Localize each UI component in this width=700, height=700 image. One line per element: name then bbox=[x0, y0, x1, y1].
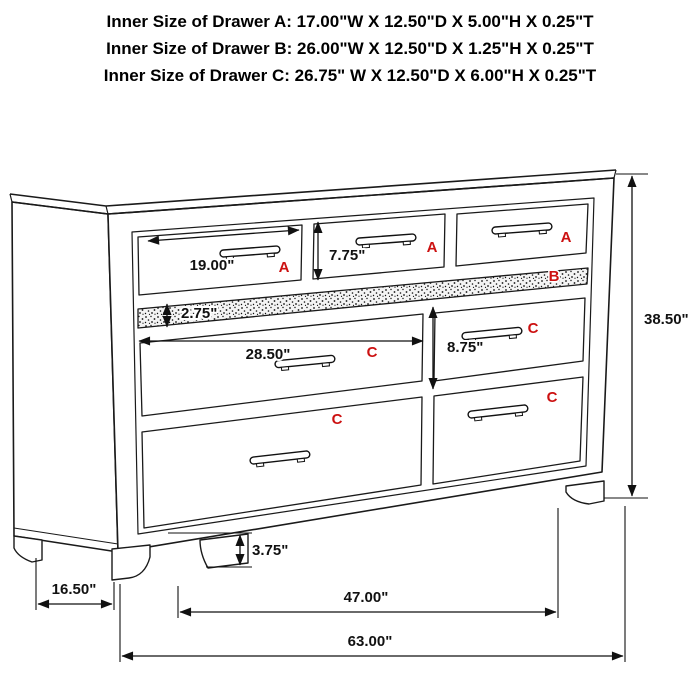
dim-wide-drawer-width-label: 28.50" bbox=[246, 346, 291, 363]
label-drawer-c-wide-upper: C bbox=[367, 344, 378, 361]
dim-leg-height-label: 3.75" bbox=[252, 542, 288, 559]
back-left-leg bbox=[13, 535, 43, 563]
dimension-annotations: 19.00" 7.75" 2.75" 28.50" 8.75" bbox=[35, 173, 691, 662]
dim-overall-height-label: 38.50" bbox=[644, 311, 689, 328]
front-right-leg bbox=[565, 480, 605, 505]
dim-top-drawer-height: 7.75" bbox=[313, 221, 367, 281]
dim-leg-height: 3.75" bbox=[168, 532, 290, 568]
header-line-drawer-b: Inner Size of Drawer B: 26.00"W X 12.50"… bbox=[106, 39, 594, 58]
dim-bottom-drawer-height-label: 8.75" bbox=[447, 339, 483, 356]
dim-wide-drawer-width: 28.50" bbox=[138, 336, 424, 365]
dim-top-drawer-width-label: 19.00" bbox=[190, 257, 235, 274]
side-base-rail bbox=[13, 527, 119, 545]
drawer-a3-front bbox=[455, 203, 589, 267]
face-frame bbox=[131, 197, 595, 535]
dim-top-drawer-width: 19.00" bbox=[147, 226, 300, 276]
dim-leg-spacing: 47.00" bbox=[177, 508, 559, 618]
center-leg bbox=[199, 533, 249, 569]
label-drawer-a3: A bbox=[561, 229, 572, 246]
dim-bottom-drawer-height: 8.75" bbox=[428, 306, 485, 390]
header-line-drawer-a: Inner Size of Drawer A: 17.00"W X 12.50"… bbox=[106, 12, 594, 31]
dim-overall-width-label: 63.00" bbox=[348, 633, 393, 650]
dim-leg-spacing-label: 47.00" bbox=[344, 589, 389, 606]
dim-overall-width: 63.00" bbox=[119, 506, 626, 662]
dim-top-drawer-height-label: 7.75" bbox=[329, 247, 365, 264]
dim-jewelry-drawer-height-label: 2.75" bbox=[181, 305, 217, 322]
drawer-b-jewelry-front bbox=[137, 267, 589, 329]
dim-overall-depth: 16.50" bbox=[35, 558, 115, 610]
drawer-size-header: Inner Size of Drawer A: 17.00"W X 12.50"… bbox=[0, 8, 700, 89]
label-drawer-a2: A bbox=[427, 239, 438, 256]
label-drawer-c-right-upper: C bbox=[528, 320, 539, 337]
drawer-c-wide-lower-front bbox=[141, 396, 423, 529]
drawer-c-right-lower-front bbox=[432, 376, 584, 485]
dim-overall-height: 38.50" bbox=[604, 173, 691, 499]
label-drawer-a1: A bbox=[279, 259, 290, 276]
dim-overall-depth-label: 16.50" bbox=[52, 581, 97, 598]
side-panel bbox=[11, 201, 119, 553]
drawer-letter-labels: A A A B C C C C bbox=[277, 228, 573, 430]
top-slab-ends bbox=[9, 169, 617, 215]
front-left-leg bbox=[111, 544, 151, 581]
label-drawer-c-right-lower: C bbox=[547, 389, 558, 406]
label-drawer-c-wide-lower: C bbox=[332, 411, 343, 428]
dimension-arrow bbox=[147, 226, 300, 245]
header-line-drawer-c: Inner Size of Drawer C: 26.75" W X 12.50… bbox=[103, 66, 597, 85]
label-drawer-b: B bbox=[549, 268, 560, 285]
drawer-a2-front bbox=[312, 213, 446, 280]
dim-jewelry-drawer-height: 2.75" bbox=[162, 303, 219, 328]
